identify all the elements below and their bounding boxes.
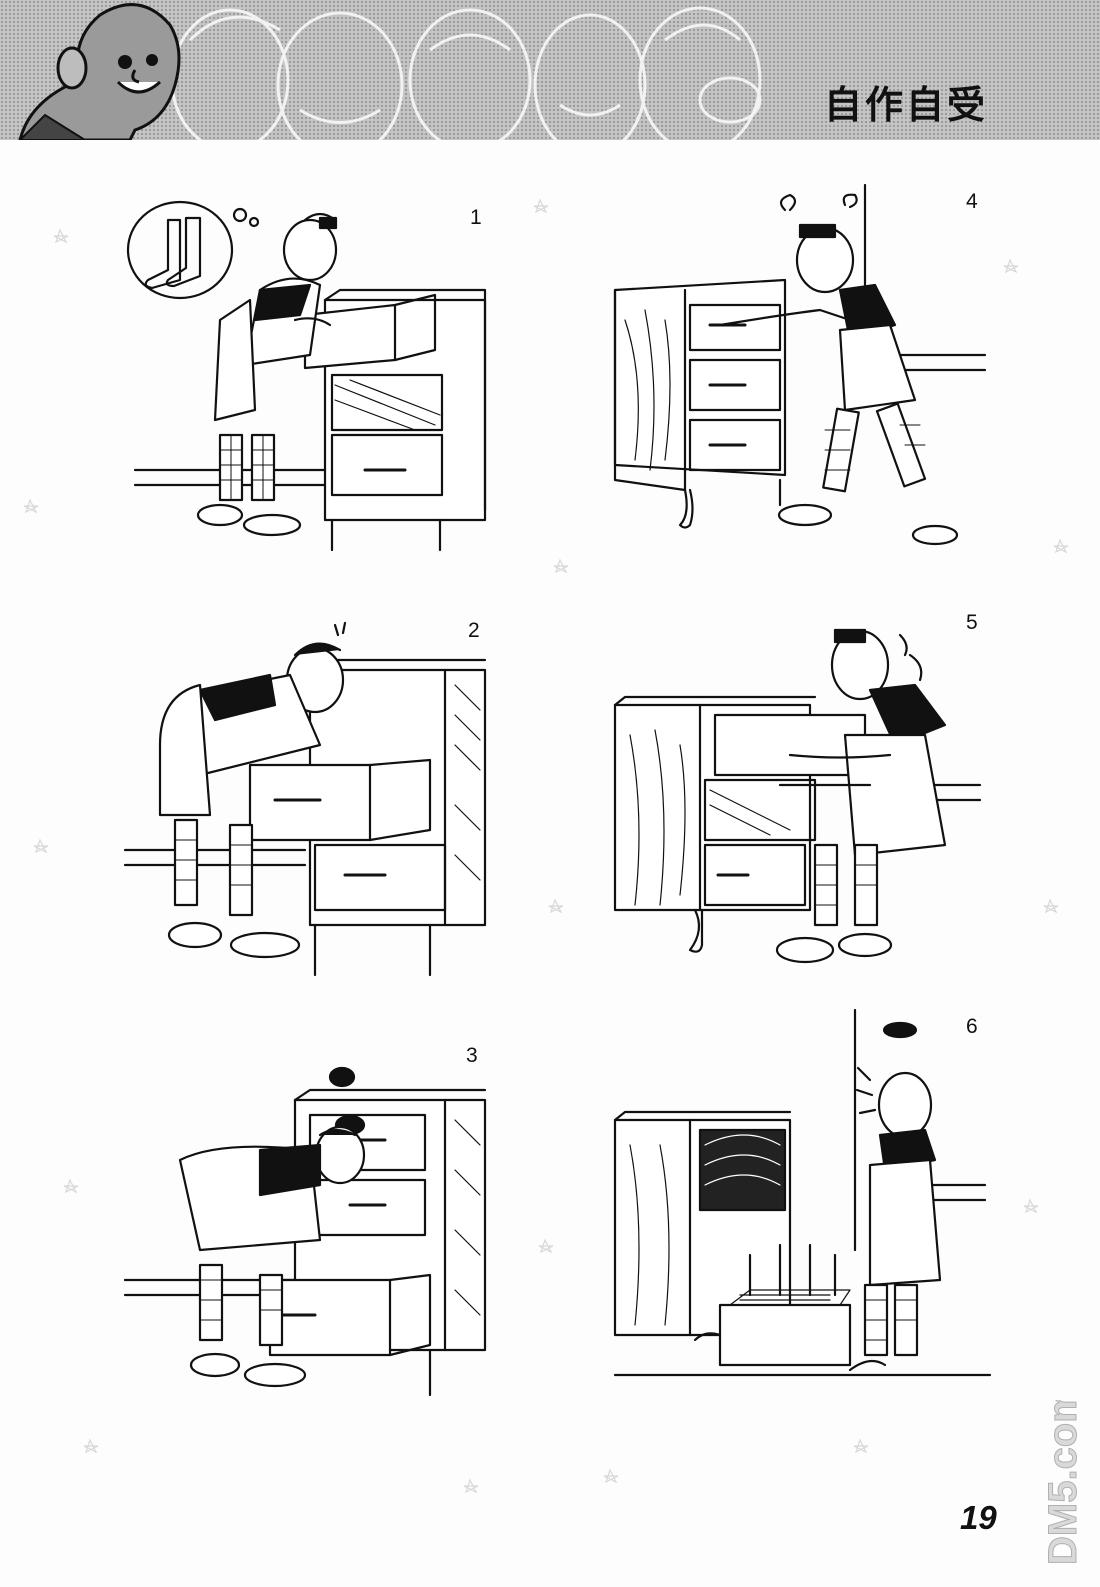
panel-1-drawing: [126, 200, 487, 552]
header-banner: 自作自受: [0, 0, 1100, 140]
panel-3-drawing: [123, 1066, 487, 1397]
panel-6-drawing: [613, 1008, 992, 1377]
page-number: 19: [960, 1499, 997, 1536]
panel-number-1: 1: [470, 206, 482, 229]
thought-bubble: [126, 200, 234, 300]
panel-number-2: 2: [468, 619, 480, 642]
comic-panel-2: 2: [120, 605, 510, 995]
panel-number-3: 3: [466, 1044, 478, 1067]
story-title: 自作自受: [823, 83, 988, 127]
character-faces-illustration: [18, 3, 762, 140]
panel-number-4: 4: [966, 190, 978, 213]
comic-panel-6: 6: [610, 1005, 1000, 1395]
comic-panel-4: 4: [610, 180, 1000, 570]
comic-panel-1: 1: [120, 180, 510, 570]
panel-5-drawing: [613, 628, 982, 964]
panel-4-drawing: [613, 183, 987, 546]
panel-number-6: 6: [966, 1015, 978, 1038]
dm5-watermark-logo: DM5.com: [1041, 1400, 1086, 1566]
comic-panel-5: 5: [610, 605, 1000, 995]
panel-number-5: 5: [966, 611, 978, 634]
comic-panel-3: 3: [120, 1030, 510, 1420]
watermark-text: DM5.com: [1041, 1400, 1085, 1565]
panel-2-drawing: [123, 621, 487, 977]
